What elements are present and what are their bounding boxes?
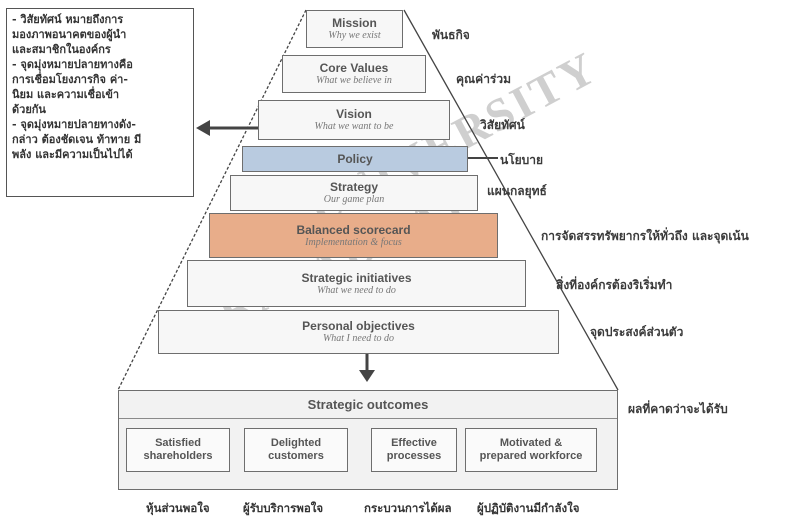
thai-label-policy: นโยบาย — [500, 153, 544, 167]
step-subtitle: What we need to do — [317, 284, 396, 296]
note-line: กล่าว ต้องชัดเจน ท้าทาย มี — [12, 133, 142, 146]
strategic-outcomes-title: Strategic outcomes — [119, 391, 617, 419]
outcome-box-customers: Delighted customers — [244, 428, 348, 472]
step-title: Balanced scorecard — [296, 222, 411, 237]
thai-label-core-values: คุณค่าร่วม — [456, 72, 512, 86]
step-title: Personal objectives — [302, 319, 415, 333]
step-core-values: Core Values What we believe in — [282, 55, 426, 93]
thai-label-personal-objectives: จุดประสงค์ส่วนตัว — [590, 325, 684, 339]
step-mission: Mission Why we exist — [306, 10, 403, 48]
step-balanced-scorecard: Balanced scorecard Implementation & focu… — [209, 213, 498, 258]
step-subtitle: What I need to do — [322, 333, 395, 344]
step-subtitle: Implementation & focus — [305, 236, 402, 248]
thai-label-strategy: แผนกลยุทธ์ — [487, 184, 547, 198]
thai-label-processes: กระบวนการได้ผล — [364, 501, 452, 515]
thai-label-workforce: ผู้ปฏิบัติงานมีกำลังใจ — [477, 501, 580, 515]
step-policy: Policy — [242, 146, 468, 172]
step-personal-objectives: Personal objectives What I need to do — [158, 310, 559, 354]
step-subtitle: Why we exist — [328, 30, 381, 41]
step-subtitle: What we want to be — [314, 121, 394, 132]
note-line: การเชื่อมโยงภารกิจ ค่า- — [12, 73, 128, 86]
step-subtitle: Our game plan — [323, 194, 385, 205]
step-title: Policy — [337, 151, 373, 166]
note-line: ด้วยกัน — [12, 103, 46, 116]
step-strategy: Strategy Our game plan — [230, 175, 478, 211]
step-title: Mission — [332, 16, 377, 30]
thai-label-mission: พันธกิจ — [432, 28, 470, 42]
note-line: - จุดมุ่งหมายปลายทางคือ — [12, 58, 133, 71]
step-title: Strategy — [329, 180, 379, 194]
thai-label-customers: ผู้รับบริการพอใจ — [243, 501, 324, 515]
thai-label-outcomes: ผลที่คาดว่าจะได้รับ — [628, 402, 728, 416]
strategic-outcomes-box: Strategic outcomes Satisfied shareholder… — [118, 390, 618, 490]
note-line: นิยม และความเชื่อเข้า — [12, 88, 120, 101]
step-vision: Vision What we want to be — [258, 100, 450, 140]
step-title: Strategic initiatives — [301, 270, 412, 285]
note-line: - จุดมุ่งหมายปลายทางดัง- — [12, 118, 136, 131]
note-line: - วิสัยทัศน์ หมายถึงการ — [12, 13, 124, 26]
step-title: Core Values — [319, 61, 389, 75]
outcome-box-workforce: Motivated & prepared workforce — [465, 428, 597, 472]
note-line: มองภาพอนาคตของผู้นำ — [12, 28, 127, 41]
step-subtitle: What we believe in — [316, 75, 392, 86]
step-title: Vision — [336, 107, 372, 121]
thai-label-strategic-initiatives: สิ่งที่องค์กรต้องริเริ่มทำ — [556, 278, 673, 292]
thai-label-shareholders: หุ้นส่วนพอใจ — [146, 501, 210, 515]
thai-label-vision: วิสัยทัศน์ — [480, 118, 525, 132]
step-strategic-initiatives: Strategic initiatives What we need to do — [187, 260, 526, 307]
vision-note-box: - วิสัยทัศน์ หมายถึงการมองภาพอนาคตของผู้… — [6, 8, 194, 197]
thai-label-balanced-scorecard: การจัดสรรทรัพยากรให้ทั่วถึง และจุดเน้น — [541, 229, 749, 243]
outcome-box-processes: Effective processes — [371, 428, 457, 472]
note-line: พลัง และมีความเป็นไปได้ — [12, 148, 133, 161]
note-line: และสมาชิกในองค์กร — [12, 43, 111, 56]
outcome-box-shareholders: Satisfied shareholders — [126, 428, 230, 472]
